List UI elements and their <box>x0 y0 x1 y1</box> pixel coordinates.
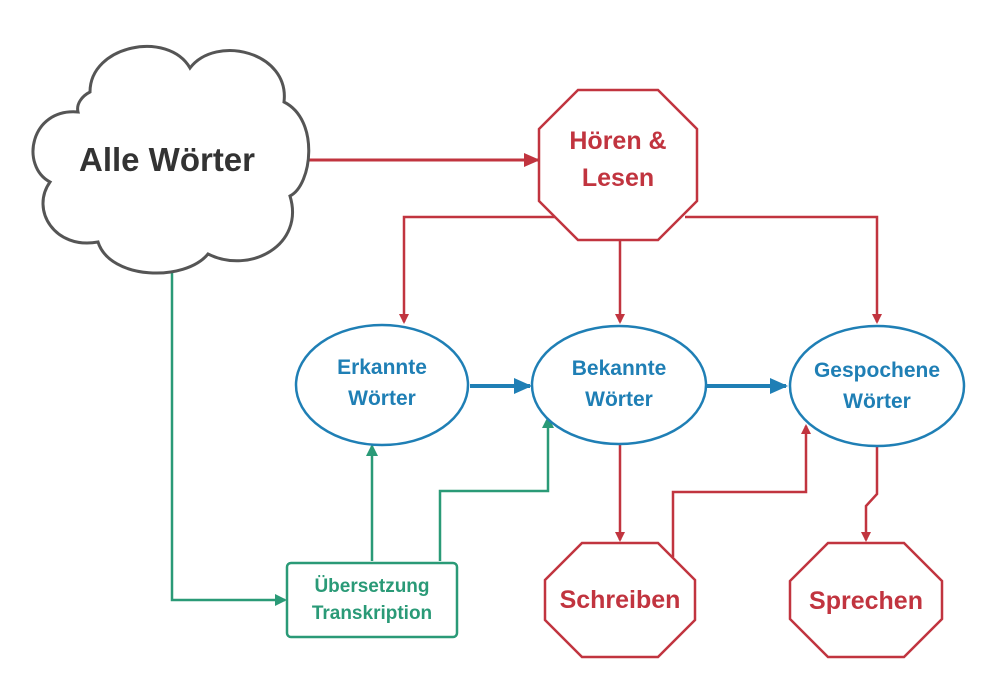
gesprochene-label-line2: Wörter <box>843 390 911 413</box>
arrow-cloud-to-uebersetzung <box>170 264 287 606</box>
octagon-hoeren-lesen: Hören & Lesen <box>537 88 699 242</box>
schreiben-label: Schreiben <box>560 586 681 614</box>
cloud-shape <box>31 45 311 275</box>
oval-erkannte-woerter: Erkannte Wörter <box>294 323 470 447</box>
octagon-shape <box>537 88 699 242</box>
oval-shape <box>294 323 470 447</box>
box-shape <box>285 561 459 639</box>
erkannte-label-line1: Erkannte <box>337 356 427 379</box>
arrow-hoeren-to-erkannte <box>399 215 555 324</box>
oval-bekannte-woerter: Bekannte Wörter <box>530 324 708 446</box>
oval-shape <box>788 324 966 448</box>
octagon-sprechen: Sprechen <box>788 541 944 659</box>
sprechen-label: Sprechen <box>809 587 923 615</box>
oval-gesprochene-woerter: Gespochene Wörter <box>788 324 966 448</box>
arrow-gesprochene-to-sprechen <box>861 446 879 542</box>
bekannte-label-line1: Bekannte <box>572 357 667 380</box>
arrow-hoeren-to-gesprochene <box>685 215 882 324</box>
uebersetzung-label-line1: Übersetzung <box>314 576 429 597</box>
hoeren-label-line2: Lesen <box>582 164 654 192</box>
gesprochene-label-line1: Gespochene <box>814 359 940 382</box>
octagon-schreiben: Schreiben <box>543 541 697 659</box>
arrow-schreiben-to-gesprochene <box>671 424 811 557</box>
oval-shape <box>530 324 708 446</box>
erkannte-label-line2: Wörter <box>348 387 416 410</box>
bekannte-label-line2: Wörter <box>585 388 653 411</box>
octagon-shape <box>543 541 697 659</box>
cloud-label: Alle Wörter <box>79 141 255 178</box>
hoeren-label-line1: Hören & <box>569 127 666 155</box>
arrow-uebersetzung-to-bekannte <box>438 416 554 561</box>
octagon-shape <box>788 541 944 659</box>
uebersetzung-label-line2: Transkription <box>312 603 432 624</box>
box-uebersetzung-transkription: Übersetzung Transkription <box>285 561 459 639</box>
cloud-node-alle-woerter: Alle Wörter <box>31 45 311 275</box>
